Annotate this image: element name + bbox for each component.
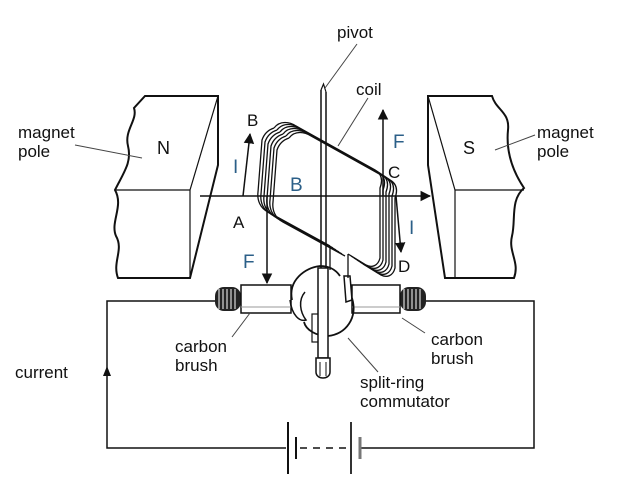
south-label: S	[463, 138, 475, 158]
carbon-brush-right	[351, 284, 426, 314]
current-direction-arrow	[103, 366, 111, 376]
carbon-brush-left-label-line2: brush	[175, 356, 218, 375]
pivot-shaft	[320, 82, 327, 268]
coil-strand	[269, 129, 395, 275]
carbon-brush-left-leader	[231, 312, 251, 338]
magnet-pole-left-label-line1: magnet	[18, 123, 75, 142]
magnet-pole-right-label-line1: magnet	[537, 123, 594, 142]
point-a-label: A	[233, 213, 245, 232]
current-arrow-left	[242, 132, 255, 197]
carbon-brush-right-label-line2: brush	[431, 349, 474, 368]
coil-strand	[257, 121, 383, 267]
point-b-label: B	[247, 111, 258, 130]
current-label: current	[15, 363, 68, 382]
field-label: B	[290, 175, 303, 196]
force-left-label: F	[243, 252, 255, 273]
current-arrow-right	[394, 195, 406, 254]
coil-leader	[337, 97, 369, 147]
coil	[257, 121, 398, 278]
battery	[287, 422, 362, 474]
pivot-leader	[324, 43, 358, 89]
commutator-leader	[347, 337, 379, 373]
magnet-pole-left-label-line2: pole	[18, 142, 50, 161]
north-magnet-pole: N	[113, 95, 219, 279]
coil-strand	[266, 127, 392, 273]
magnet-pole-right-label-line2: pole	[537, 142, 569, 161]
commutator-label-line2: commutator	[360, 392, 450, 411]
coil-strand	[272, 131, 398, 277]
magnet-pole-right-leader	[494, 134, 536, 151]
magnet-pole-left-leader	[74, 144, 143, 159]
split-ring-commutator	[289, 265, 355, 379]
force-right-label: F	[393, 132, 405, 153]
point-d-label: D	[398, 257, 410, 276]
carbon-brush-left	[215, 284, 292, 314]
carbon-brush-right-leader	[401, 317, 426, 334]
north-label: N	[157, 138, 170, 158]
coil-lead-wires	[329, 246, 349, 278]
carbon-brush-right-label-line1: carbon	[431, 330, 483, 349]
point-c-label: C	[388, 163, 400, 182]
current-left-label: I	[233, 157, 238, 178]
pivot-label: pivot	[337, 23, 373, 42]
current-right-label: I	[409, 218, 414, 239]
carbon-brush-left-label-line1: carbon	[175, 337, 227, 356]
coil-label: coil	[356, 80, 382, 99]
commutator-label-line1: split-ring	[360, 373, 424, 392]
south-magnet-pole: S	[427, 95, 526, 279]
